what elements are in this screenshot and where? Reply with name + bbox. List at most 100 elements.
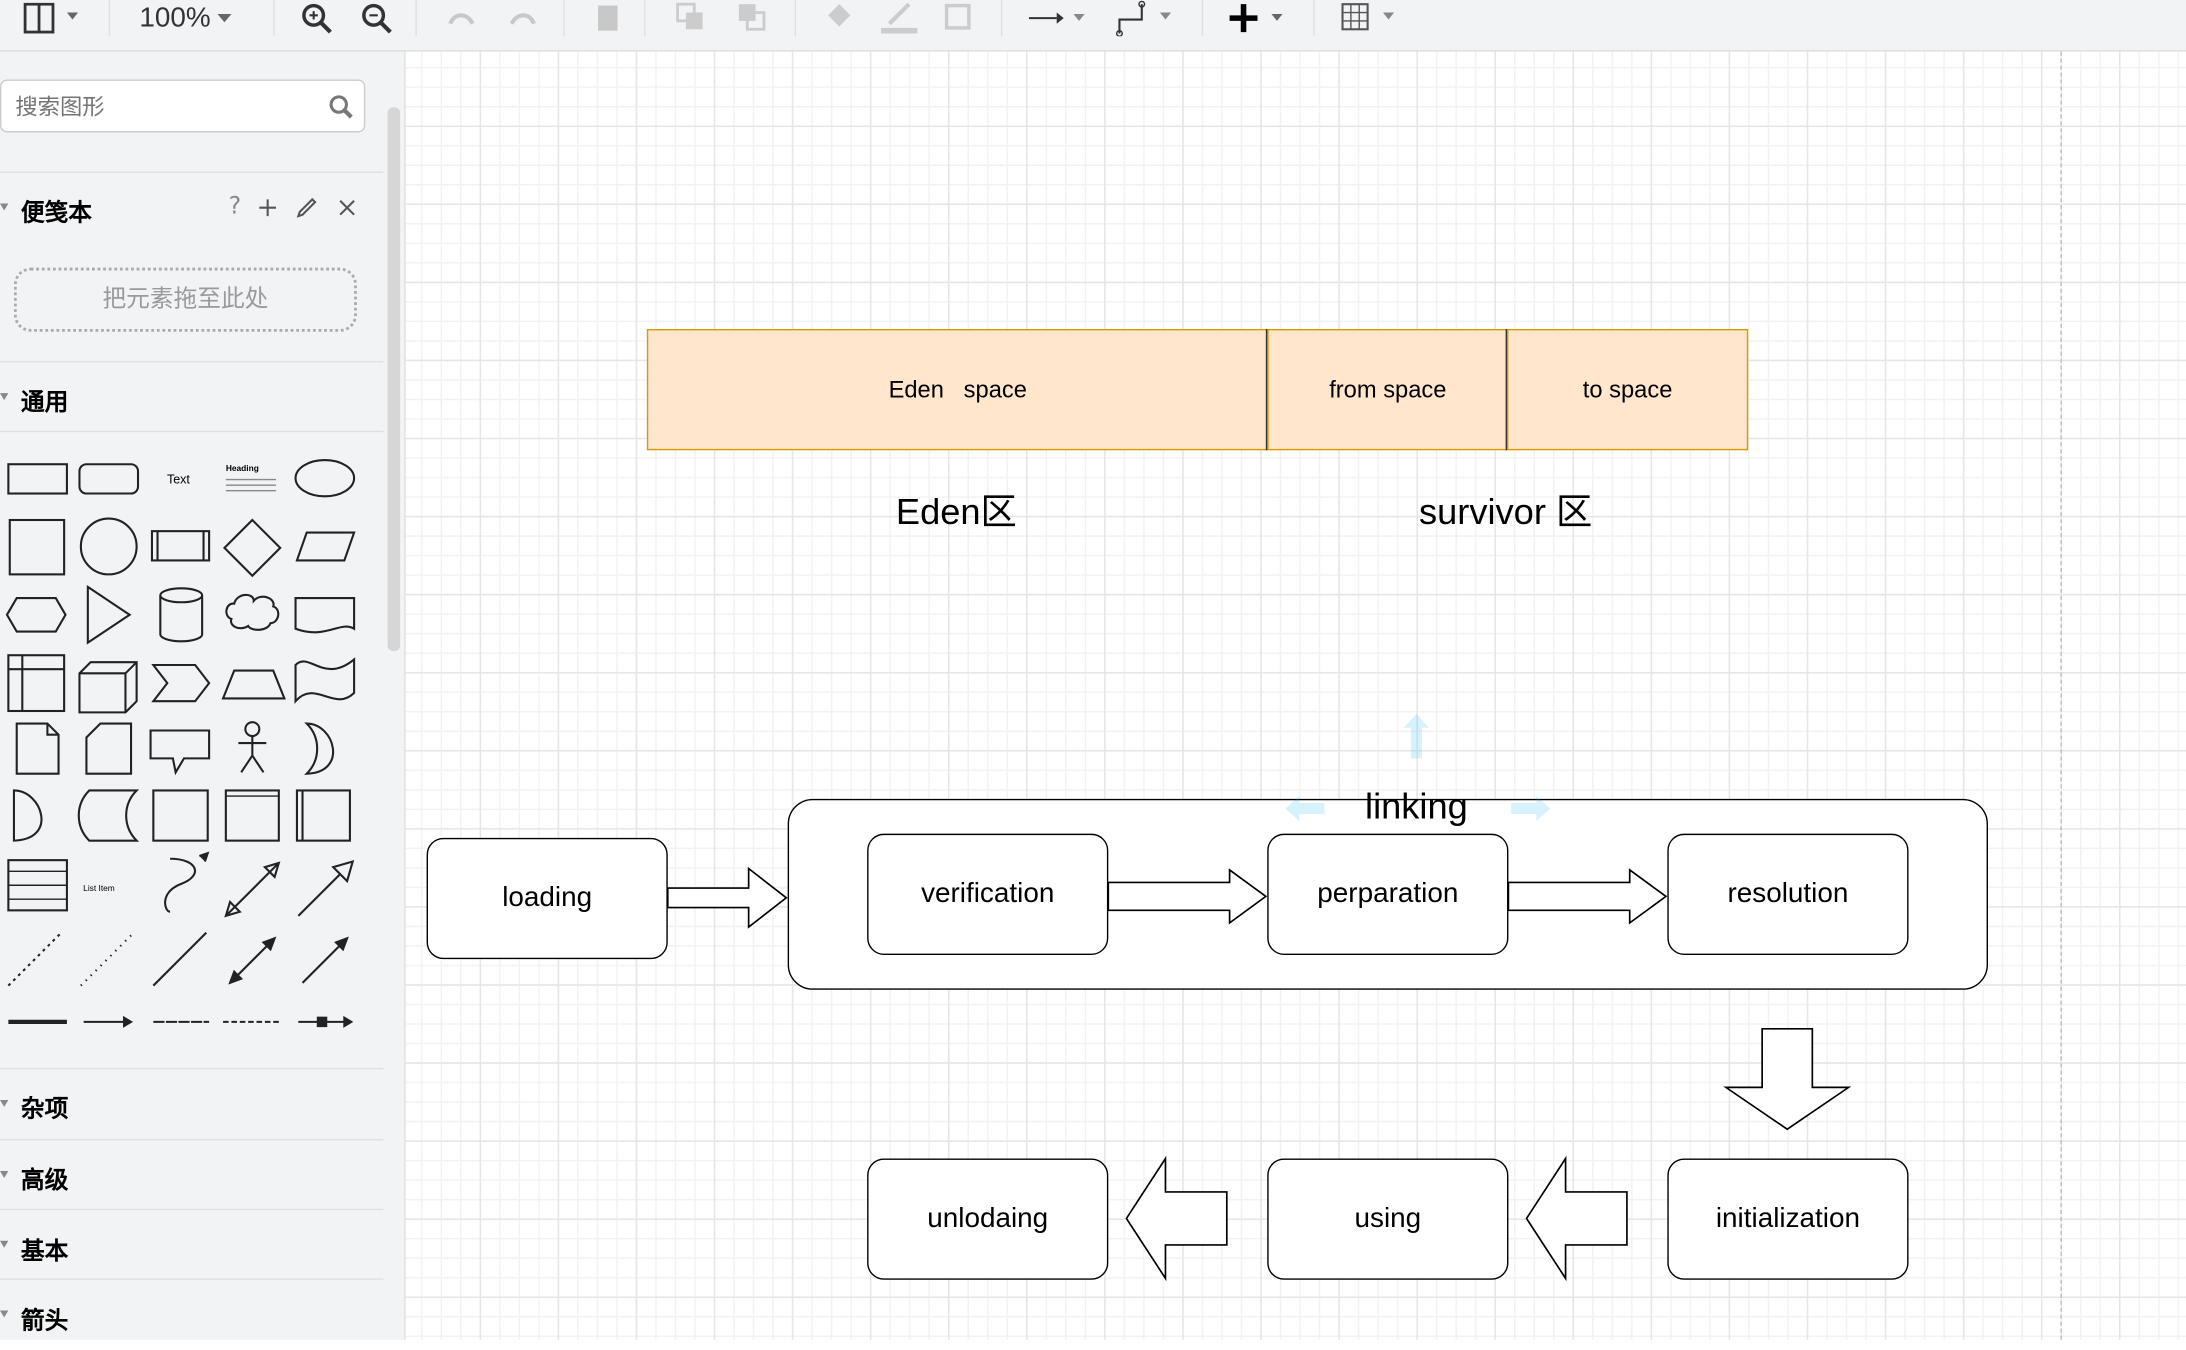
trash-icon — [598, 5, 618, 31]
ellipse-shape — [294, 459, 356, 498]
triangle-right-icon — [0, 1240, 9, 1248]
plus-icon — [1229, 4, 1283, 33]
scratchpad-dropzone[interactable]: 把元素拖至此处 — [13, 267, 357, 332]
zoom-in-button[interactable] — [300, 0, 333, 36]
container-shape — [224, 789, 280, 842]
redo-icon — [509, 13, 536, 25]
node-resolution[interactable]: resolution — [1667, 833, 1909, 955]
zoom-in-icon — [302, 3, 332, 34]
insert-button[interactable] — [1227, 0, 1294, 36]
node-verification[interactable]: verification — [867, 833, 1109, 955]
to-front-button[interactable] — [675, 0, 708, 36]
toolbar: 100% — [0, 0, 2186, 52]
triangle-down-icon — [0, 203, 9, 211]
to-space-cell[interactable]: to space — [1507, 329, 1749, 451]
heading-shape: Heading — [226, 463, 259, 473]
connection-style-button[interactable] — [1028, 0, 1090, 36]
cell-label: to space — [1582, 375, 1673, 403]
section-general[interactable]: 通用 — [0, 361, 384, 432]
table-icon — [1341, 3, 1395, 31]
shadow-icon — [944, 3, 971, 30]
edit-icon — [296, 197, 317, 218]
bidirectional-arrow-shape — [224, 861, 281, 918]
zoom-dropdown[interactable]: 100% — [139, 0, 235, 36]
layout-icon — [23, 2, 79, 34]
cube-shape — [78, 661, 138, 714]
eden-space-cell[interactable]: Eden space — [646, 329, 1269, 451]
node-unloading[interactable]: unlodaing — [867, 1158, 1109, 1280]
triangle-shape — [86, 584, 132, 645]
node-using[interactable]: using — [1267, 1158, 1509, 1280]
shape-search[interactable] — [0, 79, 366, 133]
linking-label[interactable]: linking — [1365, 784, 1468, 827]
redo-button[interactable] — [505, 0, 541, 36]
section-arrows[interactable]: 箭头 — [0, 1278, 384, 1349]
section-misc[interactable]: 杂项 — [0, 1069, 383, 1139]
close-icon — [339, 200, 355, 216]
pencil-icon — [881, 2, 918, 34]
process-shape — [150, 530, 211, 562]
triangle-right-icon — [0, 1310, 9, 1318]
line-color-button[interactable] — [878, 0, 920, 36]
diagram-canvas[interactable] — [405, 51, 2186, 1340]
format-panel-button[interactable] — [22, 0, 79, 36]
bidirectional-connector-shape — [228, 936, 277, 985]
node-preparation[interactable]: perparation — [1267, 833, 1509, 955]
to-front-icon — [676, 2, 703, 30]
section-title: 基本 — [20, 1237, 69, 1266]
curve-shape — [164, 857, 196, 913]
circle-shape — [79, 517, 138, 576]
waypoints-button[interactable] — [1115, 0, 1179, 37]
connector-shape — [83, 1015, 134, 1028]
zoom-out-button[interactable] — [360, 0, 393, 36]
or-shape — [304, 722, 335, 775]
actor-shape — [244, 721, 261, 738]
undo-button[interactable] — [443, 0, 479, 36]
node-loading[interactable]: loading — [426, 837, 668, 960]
data-storage-shape — [77, 789, 140, 842]
node-label: using — [1354, 1203, 1422, 1234]
document-shape — [294, 597, 356, 634]
node-label: unlodaing — [927, 1203, 1049, 1234]
square-2-shape — [152, 789, 209, 842]
step-shape — [151, 663, 211, 703]
sidebar-scrollbar[interactable] — [387, 107, 401, 652]
node-label: resolution — [1727, 878, 1849, 909]
delete-button[interactable] — [594, 0, 622, 36]
note-shape — [15, 722, 60, 775]
help-button[interactable]: ? — [228, 192, 242, 221]
from-space-cell[interactable]: from space — [1267, 329, 1509, 451]
list-item-shape: List Item — [83, 883, 115, 893]
diamond-shape — [222, 518, 282, 578]
plus-icon — [259, 199, 277, 217]
search-input[interactable] — [12, 92, 325, 122]
to-back-icon — [738, 4, 766, 31]
section-title: 便笺本 — [20, 199, 93, 228]
text-shape: Text — [167, 473, 190, 487]
cell-label: from space — [1329, 375, 1447, 403]
callout-shape — [149, 729, 211, 776]
node-label: verification — [921, 878, 1055, 909]
fill-color-button[interactable] — [823, 0, 856, 36]
general-shapes[interactable]: Text Heading — [0, 442, 376, 1055]
eden-area-label[interactable]: Eden区 — [895, 490, 1017, 533]
triangle-right-icon — [0, 1171, 9, 1179]
table-button[interactable] — [1341, 0, 1405, 36]
search-icon[interactable] — [328, 93, 356, 121]
section-title: 杂项 — [20, 1095, 69, 1124]
section-basic[interactable]: 基本 — [0, 1208, 384, 1280]
shadow-button[interactable] — [942, 0, 975, 36]
node-initialization[interactable]: initialization — [1667, 1158, 1909, 1280]
section-scratchpad[interactable]: 便笺本 ? — [0, 171, 384, 242]
parallelogram-shape — [295, 531, 356, 562]
hexagon-shape — [5, 597, 67, 633]
arrow-right-icon — [1028, 12, 1085, 24]
to-back-button[interactable] — [736, 0, 769, 36]
paint-bucket-icon — [828, 4, 851, 27]
section-advanced[interactable]: 高级 — [0, 1138, 384, 1210]
line-shape — [152, 931, 208, 987]
cloud-shape — [225, 593, 280, 631]
section-title: 高级 — [20, 1166, 69, 1195]
survivor-area-label[interactable]: survivor 区 — [1419, 490, 1593, 533]
section-title: 通用 — [20, 388, 69, 417]
